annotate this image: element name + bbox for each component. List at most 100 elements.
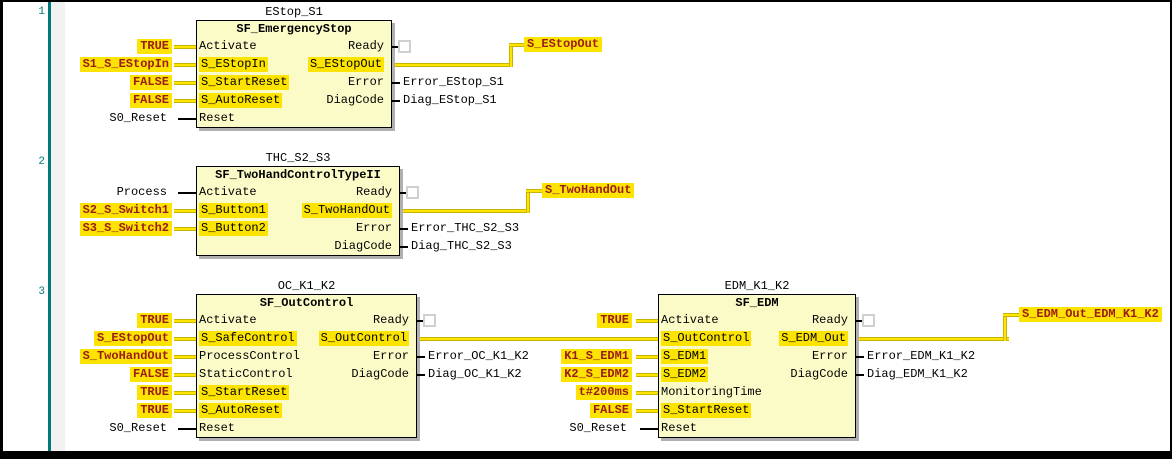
wire-segment	[417, 320, 423, 322]
wire-segment	[174, 355, 197, 359]
output-variable-diagcode[interactable]: Diag_THC_S2_S3	[411, 239, 512, 253]
input-pin-s-autoreset[interactable]: S_AutoReset	[199, 403, 283, 418]
wire-segment	[174, 409, 197, 413]
operand-t-200ms[interactable]: t#200ms	[575, 385, 632, 400]
output-pin-diagcode[interactable]: DiagCode	[351, 367, 409, 381]
block-instance-title[interactable]: THC_S2_S3	[265, 151, 331, 165]
input-pin-reset[interactable]: Reset	[199, 421, 236, 435]
input-pin-s-safecontrol[interactable]: S_SafeControl	[199, 331, 297, 346]
output-variable-error[interactable]: Error_EDM_K1_K2	[867, 349, 976, 363]
operand-true[interactable]: TRUE	[137, 403, 172, 418]
output-pin-s-twohandout[interactable]: S_TwoHandOut	[301, 203, 392, 218]
network-number-1[interactable]: 1	[38, 6, 45, 18]
output-variable-s-edm-out[interactable]: S_EDM_Out_EDM_K1_K2	[1019, 307, 1162, 322]
input-pin-s-button1[interactable]: S_Button1	[199, 203, 268, 218]
operand-false[interactable]: FALSE	[129, 75, 172, 90]
input-pin-s-edm1[interactable]: S_EDM1	[661, 349, 709, 364]
ready-terminal-box[interactable]	[862, 314, 875, 327]
operand-s1-s-estopin[interactable]: S1_S_EStopIn	[79, 57, 172, 72]
wire-segment	[856, 374, 864, 376]
operand-true[interactable]: TRUE	[137, 313, 172, 328]
block-instance-title[interactable]: EDM_K1_K2	[724, 279, 790, 293]
output-pin-diagcode[interactable]: DiagCode	[326, 93, 384, 107]
operand-false[interactable]: FALSE	[129, 93, 172, 108]
wire-segment	[856, 356, 864, 358]
input-pin-activate[interactable]: Activate	[199, 39, 257, 53]
operand-s0-reset[interactable]: S0_Reset	[109, 111, 167, 125]
input-pin-activate[interactable]: Activate	[199, 313, 257, 327]
function-block-edm[interactable]	[658, 294, 856, 438]
wire-segment	[509, 43, 524, 47]
output-pin-s-edm-out[interactable]: S_EDM_Out	[779, 331, 848, 346]
operand-s2-s-switch1[interactable]: S2_S_Switch1	[79, 203, 172, 218]
output-pin-ready[interactable]: Ready	[811, 313, 848, 327]
input-pin-activate[interactable]: Activate	[199, 185, 257, 199]
input-pin-s-button2[interactable]: S_Button2	[199, 221, 268, 236]
output-pin-ready[interactable]: Ready	[347, 39, 384, 53]
wire-segment	[174, 63, 197, 67]
ready-terminal-box[interactable]	[406, 186, 419, 199]
input-pin-processcontrol[interactable]: ProcessControl	[199, 349, 300, 363]
function-block-name[interactable]: SF_EmergencyStop	[236, 22, 352, 36]
wire-segment	[417, 374, 425, 376]
ready-terminal-box[interactable]	[423, 314, 436, 327]
output-pin-error[interactable]: Error	[811, 349, 848, 363]
output-pin-s-estopout[interactable]: S_EStopOut	[307, 57, 384, 72]
input-pin-s-startreset[interactable]: S_StartReset	[199, 75, 290, 90]
output-variable-diagcode[interactable]: Diag_EDM_K1_K2	[867, 367, 968, 381]
output-variable-error[interactable]: Error_THC_S2_S3	[411, 221, 520, 235]
wire-segment	[636, 409, 659, 413]
output-variable-s-twohandout[interactable]: S_TwoHandOut	[542, 183, 635, 198]
function-block-name[interactable]: SF_EDM	[735, 296, 779, 310]
ready-terminal-box[interactable]	[398, 40, 411, 53]
input-pin-monitoringtime[interactable]: MonitoringTime	[661, 385, 762, 399]
input-pin-s-estopin[interactable]: S_EStopIn	[199, 57, 268, 72]
input-pin-reset[interactable]: Reset	[661, 421, 698, 435]
output-pin-diagcode[interactable]: DiagCode	[790, 367, 848, 381]
input-pin-s-startreset[interactable]: S_StartReset	[199, 385, 290, 400]
output-pin-error[interactable]: Error	[372, 349, 409, 363]
operand-process[interactable]: Process	[116, 185, 167, 199]
input-pin-s-edm2[interactable]: S_EDM2	[661, 367, 709, 382]
output-pin-ready[interactable]: Ready	[372, 313, 409, 327]
network-rail	[48, 2, 51, 451]
operand-true[interactable]: TRUE	[597, 313, 632, 328]
block-instance-title[interactable]: OC_K1_K2	[277, 279, 336, 293]
block-instance-title[interactable]: EStop_S1	[265, 5, 323, 19]
operand-k2-s-edm2[interactable]: K2_S_EDM2	[561, 367, 632, 382]
input-pin-s-startreset[interactable]: S_StartReset	[661, 403, 752, 418]
wire-segment	[526, 189, 530, 213]
function-block-name[interactable]: SF_TwoHandControlTypeII	[215, 168, 381, 182]
output-variable-error[interactable]: Error_EStop_S1	[403, 75, 504, 89]
output-pin-error[interactable]: Error	[355, 221, 392, 235]
output-variable-diagcode[interactable]: Diag_OC_K1_K2	[428, 367, 522, 381]
network-number-2[interactable]: 2	[38, 156, 45, 168]
operand-s-estopout[interactable]: S_EStopOut	[93, 331, 172, 346]
input-pin-s-autoreset[interactable]: S_AutoReset	[199, 93, 283, 108]
input-pin-staticcontrol[interactable]: StaticControl	[199, 367, 293, 381]
output-variable-s-estopout[interactable]: S_EStopOut	[524, 37, 603, 52]
operand-k1-s-edm1[interactable]: K1_S_EDM1	[561, 349, 632, 364]
input-pin-s-outcontrol[interactable]: S_OutControl	[661, 331, 752, 346]
input-pin-reset[interactable]: Reset	[199, 111, 236, 125]
wire-segment	[178, 428, 197, 430]
input-pin-activate[interactable]: Activate	[661, 313, 719, 327]
output-variable-error[interactable]: Error_OC_K1_K2	[428, 349, 529, 363]
operand-false[interactable]: FALSE	[129, 367, 172, 382]
output-pin-diagcode[interactable]: DiagCode	[334, 239, 392, 253]
operand-s3-s-switch2[interactable]: S3_S_Switch2	[79, 221, 172, 236]
output-pin-error[interactable]: Error	[347, 75, 384, 89]
output-variable-diagcode[interactable]: Diag_EStop_S1	[403, 93, 497, 107]
output-pin-s-outcontrol[interactable]: S_OutControl	[318, 331, 409, 346]
operand-s0-reset[interactable]: S0_Reset	[109, 421, 167, 435]
operand-s-twohandout[interactable]: S_TwoHandOut	[79, 349, 172, 364]
function-block-estop[interactable]	[196, 20, 392, 128]
network-number-3[interactable]: 3	[38, 286, 45, 298]
operand-s0-reset[interactable]: S0_Reset	[569, 421, 627, 435]
operand-true[interactable]: TRUE	[137, 39, 172, 54]
output-pin-ready[interactable]: Ready	[355, 185, 392, 199]
function-block-name[interactable]: SF_OutControl	[259, 296, 354, 310]
operand-true[interactable]: TRUE	[137, 385, 172, 400]
operand-false[interactable]: FALSE	[589, 403, 632, 418]
